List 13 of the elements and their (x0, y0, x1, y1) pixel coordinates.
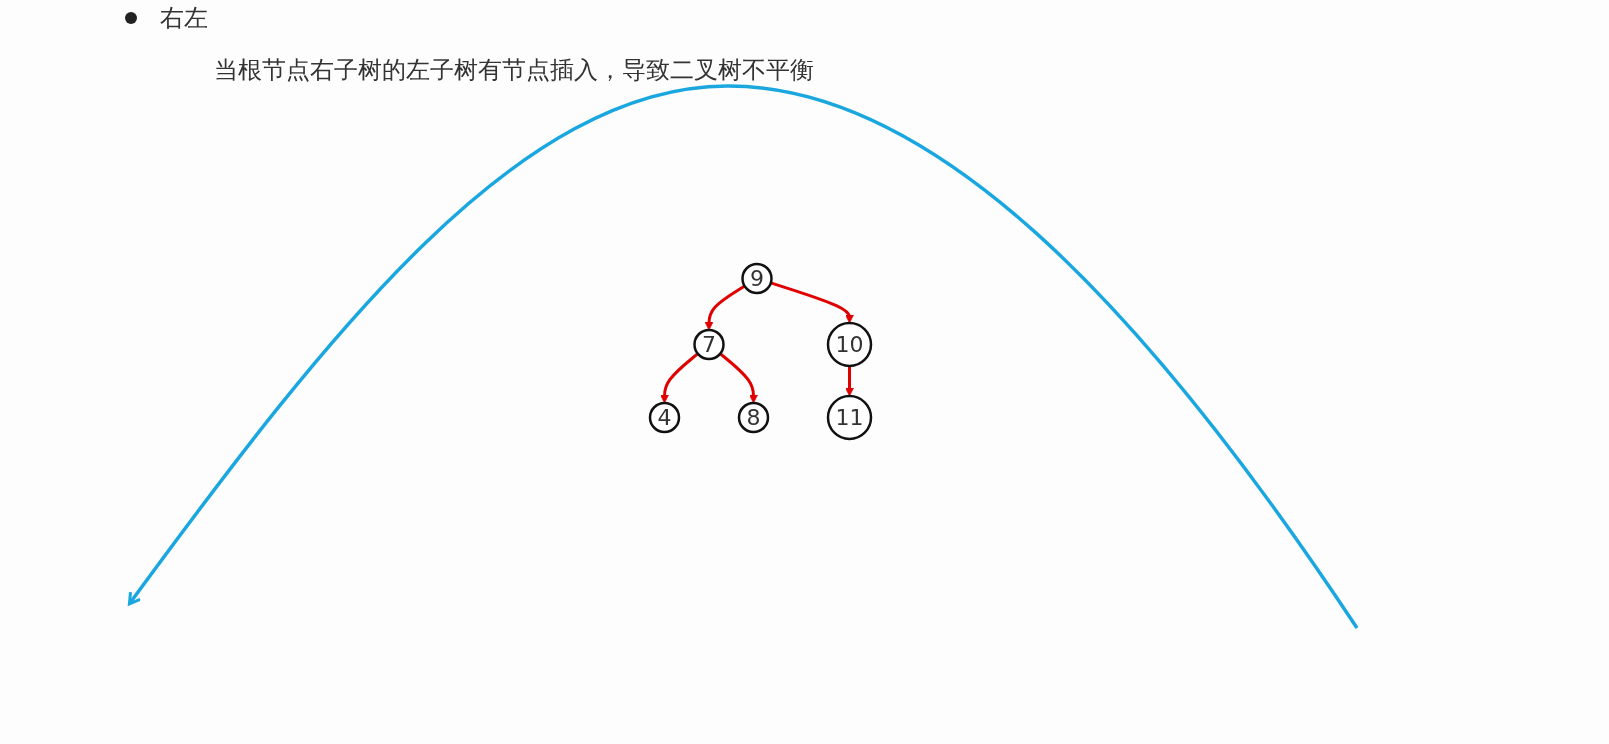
arrow (659, 352, 699, 403)
arrow (704, 284, 745, 330)
title: 右左 (160, 3, 208, 34)
node-circle: 9 (740, 262, 773, 294)
arrow (769, 280, 854, 323)
node-circle: 10 (826, 321, 872, 367)
arrow (844, 365, 854, 396)
node-circle: 4 (648, 401, 680, 433)
arrow (718, 352, 758, 403)
description-text: 当根节点右子树的左子树有节点插入，导致二叉树不平衡 (214, 55, 814, 86)
node-circle: 8 (737, 401, 769, 433)
node-circle: 7 (692, 328, 725, 360)
node-circle: 11 (826, 394, 872, 440)
